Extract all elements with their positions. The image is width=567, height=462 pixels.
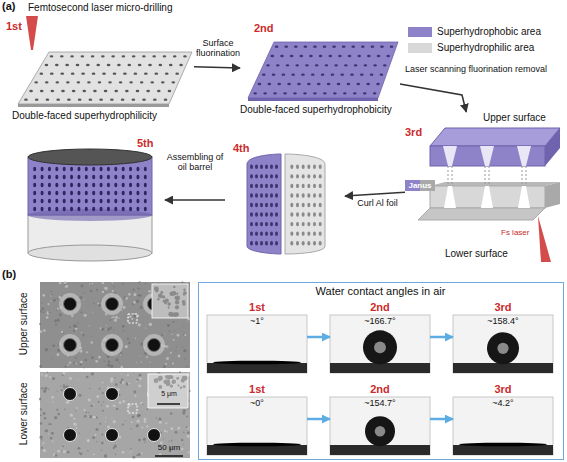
legend: Superhydrophobic areaSuperhydrophilic ar… [408,26,565,58]
legend-row: Superhydrophilic area [408,42,565,53]
flow-arrow [400,84,466,112]
panel-label: (b) [2,268,24,281]
fabrication-step: Femtosecond laser micro-drilling 1stDoubl… [4,2,194,127]
droplet-photo: 1st~0° [207,383,307,455]
flow-arrow [430,418,453,421]
node-art [15,135,165,265]
legend-row: Superhydrophobic area [408,26,565,37]
arrow-label: Surface fluorination [192,38,244,59]
arrow-label: Assembling of oil barrel [166,152,224,173]
node-art [4,2,194,127]
flow-arrow [165,199,225,201]
legend-swatch [408,27,432,37]
node-text: ~4.2° [453,398,553,408]
node-text: 3rd [453,383,553,396]
sem-image [39,281,190,369]
arrow-label: Curl Al foil [350,198,405,208]
node-text: Lower surface [445,248,545,260]
node-text: 2nd [330,383,430,396]
node-text: 4th [233,142,263,155]
node-text: 1st [207,301,307,314]
panel-label: (a) [2,0,24,13]
droplet-photo: 1st~1° [207,301,307,373]
scale-label: 50 μm [148,443,190,452]
node-text: 1st [207,383,307,396]
node-text: Fs laser [501,228,541,237]
legend-text: Superhydrophilic area [437,42,534,53]
side-label: Lower surface [18,371,30,457]
node-text: Double-faced superhydrophobicity [240,104,400,116]
node-text: 3rd [405,126,435,139]
fabrication-step: 2ndDouble-faced superhydrophobicity [240,20,400,120]
node-text: ~0° [207,398,307,408]
node-text: Femtosecond laser micro-drilling [28,2,194,14]
flow-arrow [194,67,240,68]
scale-label: 5 μm [149,390,189,398]
contact-angle-panel: Water contact angles in air1st~1°2nd~166… [198,282,564,460]
legend-swatch [408,43,432,53]
droplet-photo: 3rd ~158.4° [453,301,553,373]
curl-step: 4th [225,140,345,260]
flow-arrow [307,418,330,421]
side-label: Upper surface [18,281,30,367]
legend-text: Superhydrophobic area [437,26,541,37]
node-text: 2nd [254,22,294,35]
node-text: ~154.7° [330,398,430,408]
flow-arrow [430,336,453,339]
janus-step: Upper surface 3rdJanusLower surface Fs las… [405,112,565,262]
node-text: 1st [6,20,36,33]
flow-arrow [307,336,330,339]
barrel-step: 5th [15,135,165,265]
droplet-photo: 2nd ~154.7° [330,383,430,455]
arrow-label: Laser scanning fluorination removal [405,64,565,74]
node-text: Upper surface [483,112,565,124]
node-text: ~1° [207,316,307,326]
node-text: Double-faced superhydrophilicity [12,110,194,122]
node-art [225,140,345,260]
node-text: ~158.4° [453,316,553,326]
sem-image [39,371,191,459]
node-text: Water contact angles in air [199,285,562,298]
droplet-photo: 3rd ~4.2° [453,383,553,455]
node-text: Janus [405,180,435,191]
node-text: 2nd [330,301,430,314]
droplet-photo: 2nd ~166.7° [330,301,430,373]
flow-arrow [345,192,405,196]
node-text: 3rd [453,301,553,314]
node-text: ~166.7° [330,316,430,326]
node-text: 5th [137,137,165,150]
